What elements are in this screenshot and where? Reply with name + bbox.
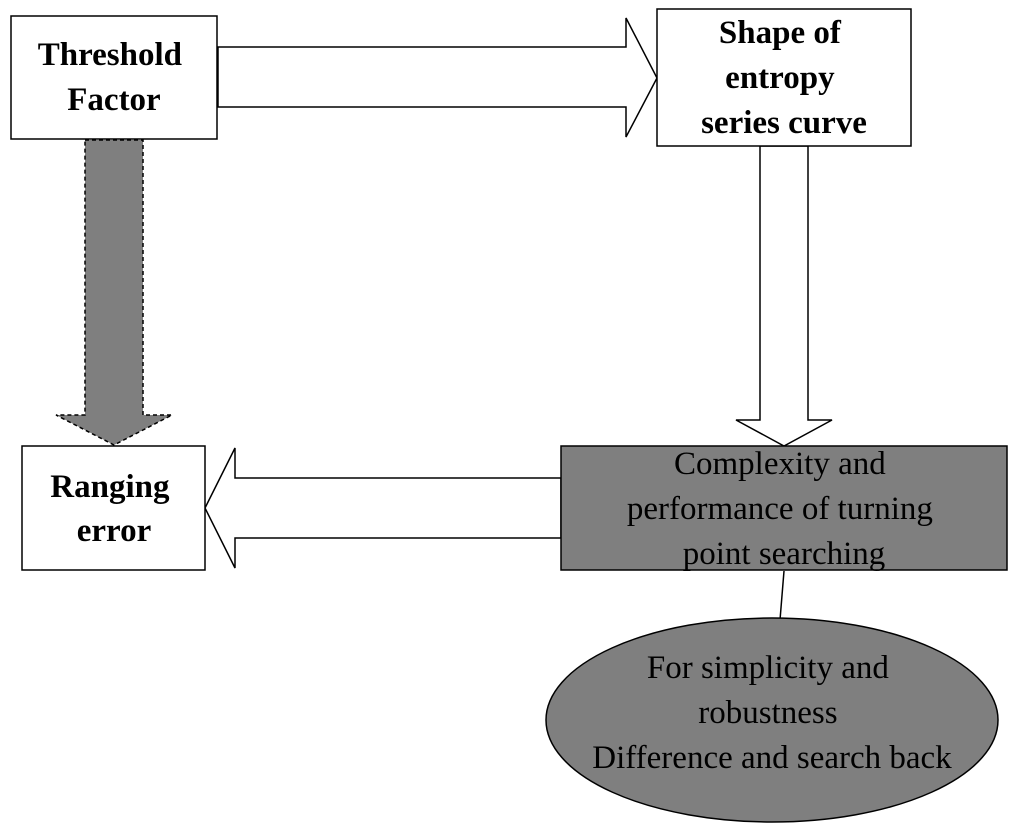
node-note-ellipse: For simplicity and robustness Difference… bbox=[545, 617, 999, 823]
svg-text:Shape of entropy s: Shape of entropy series curve bbox=[701, 15, 867, 141]
complexity-line-1: Complexity and bbox=[674, 446, 886, 482]
arrow-complexity-to-ranging bbox=[204, 447, 562, 569]
note-line-2: robustness bbox=[698, 695, 837, 731]
svg-text:Ranging error: Ranging error bbox=[50, 469, 177, 549]
note-line-3: Difference and search back bbox=[592, 740, 952, 776]
arrow-threshold-to-ranging bbox=[55, 139, 173, 446]
arrow-threshold-to-shape bbox=[217, 17, 658, 138]
shape-line-1: Shape of bbox=[719, 15, 842, 51]
arrow-shape-to-complexity bbox=[735, 145, 833, 447]
shape-line-3: series curve bbox=[701, 105, 867, 141]
ranging-line-1: Ranging bbox=[50, 469, 170, 505]
threshold-line-2: Factor bbox=[67, 82, 160, 118]
svg-text:Threshold Factor: Threshold Factor bbox=[38, 37, 191, 118]
complexity-line-2: performance of turning bbox=[627, 491, 933, 527]
svg-text:For simplicity and robus: For simplicity and robustness Difference… bbox=[592, 650, 952, 776]
node-complexity: Complexity and performance of turning po… bbox=[560, 445, 1008, 572]
note-line-1: For simplicity and bbox=[647, 650, 889, 686]
connector-line bbox=[779, 570, 785, 621]
threshold-line-1: Threshold bbox=[38, 37, 182, 73]
complexity-line-3: point searching bbox=[683, 536, 886, 572]
node-threshold-factor: Threshold Factor bbox=[10, 15, 218, 140]
node-shape-entropy: Shape of entropy series curve bbox=[656, 8, 912, 147]
svg-text:Complexity and performan: Complexity and performance of turning po… bbox=[627, 446, 941, 572]
ranging-line-2: error bbox=[77, 513, 152, 549]
node-ranging-error: Ranging error bbox=[21, 445, 206, 571]
shape-line-2: entropy bbox=[725, 60, 835, 96]
